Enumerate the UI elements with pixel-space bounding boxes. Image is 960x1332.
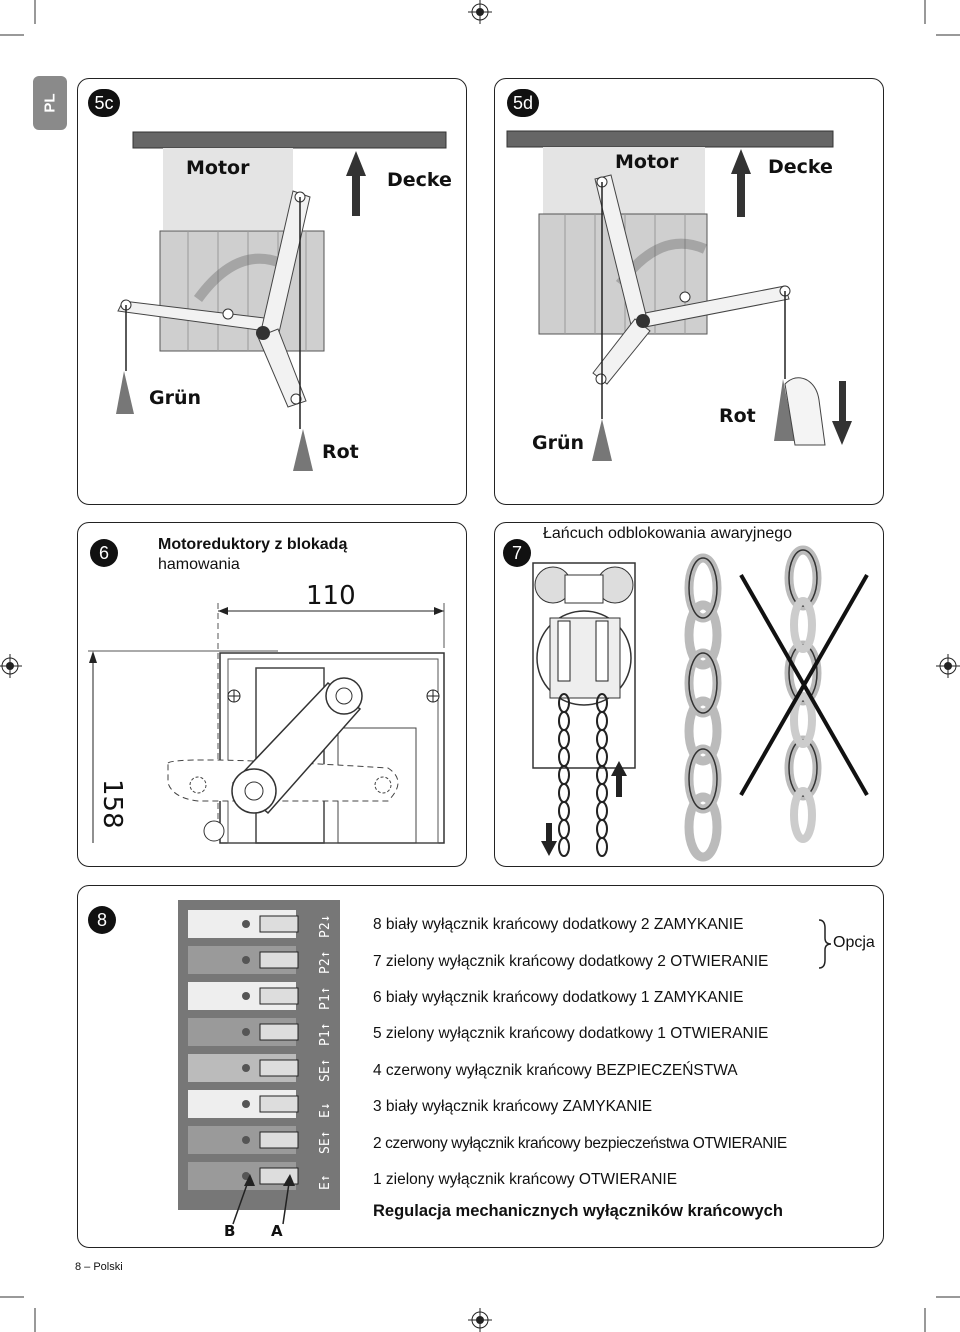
switch-item-3: 3 biały wyłącznik krańcowy ZAMYKANIE [373, 1098, 653, 1115]
dimension-width-label: 110 [306, 581, 356, 611]
switch-item-4: 4 czerwony wyłącznik krańcowy BEZPIECZEŃ… [373, 1062, 738, 1079]
registration-mark-top [468, 0, 492, 24]
figure-6-title: Motoreduktory z blokadą hamowania [158, 535, 347, 575]
figure-5c-panel: 5c Motor Decke Grün Rot [77, 78, 467, 505]
registration-mark-bottom [468, 1308, 492, 1332]
motor-label: Motor [186, 157, 250, 179]
figure-8-strip-drawing [178, 900, 832, 1225]
figure-8-badge: 8 [88, 906, 116, 934]
figure-5c-badge: 5c [88, 89, 120, 117]
strip-label-p1-up: P1↑ [318, 986, 333, 1010]
strip-label-p2-up: P2↑ [318, 950, 333, 974]
rot-label: Rot [322, 441, 359, 463]
figure-6-panel: 6 Motoreduktory z blokadą hamowania 110 … [77, 522, 467, 867]
gruen-label: Grün [149, 387, 202, 409]
switch-item-1: 1 zielony wyłącznik krańcowy OTWIERANIE [373, 1171, 678, 1188]
switch-item-7: 7 zielony wyłącznik krańcowy dodatkowy 2… [373, 953, 769, 970]
option-label: Opcja [833, 934, 875, 951]
strip-label-e-up: E↑ [318, 1174, 333, 1190]
strip-label-se-up: SE↑ [318, 1058, 333, 1082]
switch-item-5: 5 zielony wyłącznik krańcowy dodatkowy 1… [373, 1025, 769, 1042]
figure-8-caption: Regulacja mechanicznych wyłączników krań… [373, 1202, 783, 1220]
decke-label: Decke [387, 169, 452, 191]
figure-7-badge: 7 [503, 539, 531, 567]
switch-item-6: 6 biały wyłącznik krańcowy dodatkowy 1 Z… [373, 989, 744, 1006]
gruen-label: Grün [532, 432, 585, 454]
strip-label-p1-up-2: P1↑ [318, 1022, 333, 1046]
dimension-height-label: 158 [97, 779, 127, 829]
page-footer: 8 – Polski [75, 1261, 123, 1273]
language-tab: PL [33, 76, 67, 130]
figure-5c-drawing [116, 131, 447, 471]
registration-mark-right [936, 654, 960, 678]
figure-5d-panel: 5d Motor Decke Grün Rot [494, 78, 884, 505]
figure-6-badge: 6 [90, 539, 118, 567]
figure-6-title-line2: hamowania [158, 556, 240, 573]
figure-8-panel: 8 P2↓ P2↑ P1↑ P1↑ SE↑ E↓ SE↑ E↑ [77, 885, 884, 1248]
letter-a-label: A [271, 1222, 283, 1240]
decke-label: Decke [768, 156, 833, 178]
figure-5d-badge: 5d [507, 89, 539, 117]
figure-5d-drawing [506, 130, 852, 461]
strip-label-e-down: E↓ [318, 1102, 333, 1118]
rot-label: Rot [719, 405, 756, 427]
letter-b-label: B [224, 1222, 236, 1240]
figure-7-panel: 7 Łańcuch odblokowania awaryjnego [494, 522, 884, 867]
figure-6-drawing [88, 603, 445, 844]
figure-7-drawing [532, 545, 869, 862]
figure-7-title: Łańcuch odblokowania awaryjnego [543, 525, 793, 542]
motor-label: Motor [615, 151, 679, 173]
switch-item-2: 2 czerwony wyłącznik krańcowy bezpieczeń… [373, 1135, 787, 1152]
strip-label-se-up-2: SE↑ [318, 1130, 333, 1154]
strip-label-p2-down: P2↓ [318, 914, 333, 938]
registration-mark-left [0, 654, 22, 678]
switch-item-8: 8 biały wyłącznik krańcowy dodatkowy 2 Z… [373, 916, 744, 933]
figure-6-title-line1: Motoreduktory z blokadą [158, 536, 348, 553]
